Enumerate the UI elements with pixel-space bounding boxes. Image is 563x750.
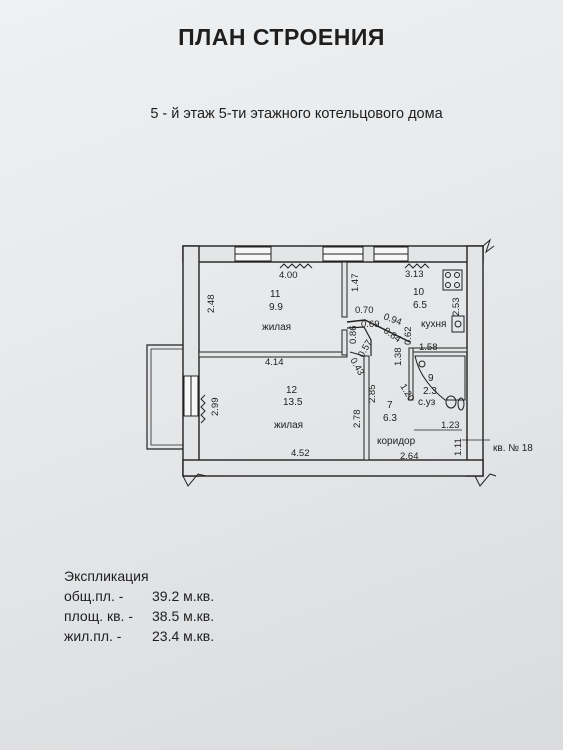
partitions xyxy=(198,261,468,461)
explication-heading: Экспликация xyxy=(64,568,149,584)
partition-room12-corridor xyxy=(363,355,370,461)
left-wall xyxy=(182,245,200,477)
break-line-bottom-right xyxy=(474,473,497,487)
dim-top-room10: 3.13 xyxy=(405,269,424,280)
dim-123: 1.23 xyxy=(441,420,460,431)
explication-row-total: общ.пл. - 39.2 м.кв. xyxy=(64,586,214,606)
dim-bottom-room12: 4.52 xyxy=(291,448,310,459)
explication-row-apartment: площ. кв. - 38.5 м.кв. xyxy=(64,606,214,626)
room9-number: 9 xyxy=(428,373,434,384)
dim-094: 0.94 xyxy=(382,311,403,328)
room9-name: с.уз xyxy=(418,397,436,408)
room10-name: кухня xyxy=(421,319,446,330)
room12-area: 13.5 xyxy=(283,397,303,408)
balcony xyxy=(146,344,183,450)
right-wall xyxy=(466,245,484,477)
room7-name: коридор xyxy=(377,436,416,447)
break-line-top-right xyxy=(482,238,495,254)
room7-area: 6.3 xyxy=(383,413,397,424)
dim-086: 0.86 xyxy=(348,326,359,345)
living-area-label: жил.пл. - xyxy=(64,628,122,644)
page-title: ПЛАН СТРОЕНИЯ xyxy=(178,24,385,50)
dim-069: 0.69 xyxy=(361,319,380,330)
living-area-value: 23.4 м.кв. xyxy=(152,628,215,644)
room7-number: 7 xyxy=(387,400,393,411)
dim-070: 0.70 xyxy=(355,305,374,316)
dim-158: 1.58 xyxy=(419,342,438,353)
apartment-area-label: площ. кв. - xyxy=(64,608,133,624)
dim-left-room11: 2.48 xyxy=(206,295,217,314)
radiator-room12 xyxy=(200,394,206,424)
exterior-walls xyxy=(182,245,484,477)
bottom-wall xyxy=(182,459,484,477)
dim-278: 2.78 xyxy=(352,410,363,429)
diagonal-partition xyxy=(346,319,411,343)
dim-111: 1.11 xyxy=(453,438,464,456)
room-labels: 11 9.9 жилая 10 6.5 кухня 12 13.5 жилая … xyxy=(262,287,446,447)
dim-room10-side: 2.53 xyxy=(451,298,462,317)
explication: Экспликация общ.пл. - 39.2 м.кв. площ. к… xyxy=(64,566,214,646)
radiator-room11 xyxy=(279,263,313,269)
sink-icon xyxy=(451,315,465,333)
dim-mid-width: 4.14 xyxy=(265,357,284,368)
room11-area: 9.9 xyxy=(269,302,283,313)
dim-left-room12: 2.99 xyxy=(210,398,221,417)
dim-062: 0.62 xyxy=(403,327,414,346)
dimensions: 4.00 2.48 3.13 2.53 1.47 0.70 0.69 0.86 … xyxy=(206,269,464,462)
page-subtitle: 5 - й этаж 5-ти этажного котельцового до… xyxy=(150,106,443,122)
dim-084: 0.84 xyxy=(381,325,402,345)
apartment-label: кв. № 18 xyxy=(493,443,533,454)
room11-number: 11 xyxy=(270,289,281,300)
total-area-label: общ.пл. - xyxy=(64,588,124,604)
dim-138: 1.38 xyxy=(393,348,404,367)
break-line-bottom-left xyxy=(182,473,207,487)
bathtub-icon xyxy=(414,355,466,401)
dim-bottom-corridor: 2.64 xyxy=(400,451,419,462)
room12-number: 12 xyxy=(286,385,298,396)
stove-icon xyxy=(442,269,463,291)
room11-name: жилая xyxy=(262,322,291,333)
total-area-value: 39.2 м.кв. xyxy=(152,588,215,604)
room10-area: 6.5 xyxy=(413,300,427,311)
apartment-area-value: 38.5 м.кв. xyxy=(152,608,215,624)
room9-area: 2.3 xyxy=(423,386,437,397)
partition-room11-room10 xyxy=(341,261,348,318)
dim-partition-upper: 1.47 xyxy=(350,274,361,293)
dim-285: 2.85 xyxy=(367,385,378,404)
radiator-room10 xyxy=(404,263,430,269)
partition-room11-lower xyxy=(341,329,348,356)
room12-name: жилая xyxy=(274,420,303,431)
partition-bath-left xyxy=(408,347,414,401)
partition-kitchen-bath xyxy=(408,347,468,353)
dim-top-room11: 4.00 xyxy=(279,270,298,281)
explication-row-living: жил.пл. - 23.4 м.кв. xyxy=(64,626,214,646)
room10-number: 10 xyxy=(413,287,425,298)
windows xyxy=(183,246,409,417)
toilet-icon xyxy=(445,395,465,411)
